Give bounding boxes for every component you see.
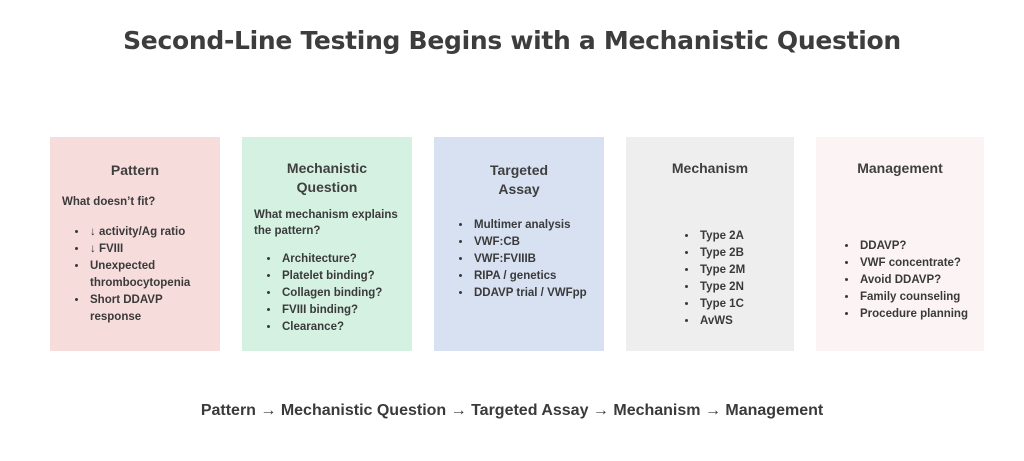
list-item: Multimer analysis [472, 217, 592, 234]
list-item: Clearance? [280, 319, 400, 336]
management-card: Management DDAVP? VWF concentrate? Avoid… [816, 137, 984, 351]
page-title: Second-Line Testing Begins with a Mechan… [123, 26, 901, 55]
list-item: VWF concentrate? [858, 255, 972, 272]
list-item: Type 2A [698, 228, 782, 245]
management-card-heading: Management [828, 137, 972, 178]
pattern-card: Pattern What doesn’t fit? ↓ activity/Ag … [50, 137, 220, 351]
management-heading-line: Management [857, 160, 943, 176]
mechanistic-question-card-question: What mechanism explains the pattern? [254, 209, 398, 237]
list-item: DDAVP trial / VWFpp [472, 285, 592, 302]
mechanism-card-list: Type 2A Type 2B Type 2M Type 2N Type 1C … [638, 228, 782, 330]
list-item: Type 2B [698, 245, 782, 262]
mechanistic-question-heading-line: Mechanistic [286, 160, 368, 176]
list-item: Architecture? [280, 251, 400, 268]
mechanistic-question-heading-line: Question [296, 179, 358, 195]
targeted-assay-card-heading: Targeted Assay [446, 137, 592, 199]
list-item: Family counseling [858, 289, 972, 306]
list-item: VWF:CB [472, 234, 592, 251]
list-item: DDAVP? [858, 238, 972, 255]
list-item: Type 2M [698, 262, 782, 279]
list-item: Platelet binding? [280, 268, 400, 285]
mechanistic-question-card-heading: Mechanistic Question [254, 137, 400, 197]
mechanism-card-heading: Mechanism [638, 137, 782, 178]
pattern-card-list: ↓ activity/Ag ratio ↓ FVIII Unexpected t… [62, 224, 208, 326]
list-item: RIPA / genetics [472, 268, 592, 285]
list-item: Type 1C [698, 296, 782, 313]
mechanistic-question-card-list: Architecture? Platelet binding? Collagen… [254, 251, 400, 336]
targeted-assay-heading-line: Assay [498, 181, 540, 197]
list-item: AvWS [698, 313, 782, 330]
list-item: Collagen binding? [280, 285, 400, 302]
list-item: Short DDAVP response [88, 292, 208, 326]
mechanism-heading-line: Mechanism [671, 160, 749, 176]
management-card-list: DDAVP? VWF concentrate? Avoid DDAVP? Fam… [828, 238, 972, 323]
list-item: VWF:FVIIIB [472, 251, 592, 268]
mechanistic-question-card: Mechanistic Question What mechanism expl… [242, 137, 412, 351]
pattern-heading-line: Pattern [110, 162, 160, 178]
targeted-assay-card: Targeted Assay Multimer analysis VWF:CB … [434, 137, 604, 351]
list-item: FVIII binding? [280, 302, 400, 319]
targeted-assay-card-list: Multimer analysis VWF:CB VWF:FVIIIB RIPA… [446, 217, 592, 302]
pattern-card-question: What doesn’t fit? [62, 196, 156, 208]
list-item: Procedure planning [858, 306, 972, 323]
targeted-assay-heading-line: Targeted [489, 162, 549, 178]
list-item: Unexpected thrombocytopenia [88, 258, 208, 292]
mechanism-card: Mechanism Type 2A Type 2B Type 2M Type 2… [626, 137, 794, 351]
list-item: Avoid DDAVP? [858, 272, 972, 289]
list-item: ↓ activity/Ag ratio [88, 224, 208, 241]
workflow-summary: Pattern → Mechanistic Question → Targete… [200, 402, 824, 419]
list-item: Type 2N [698, 279, 782, 296]
pattern-card-heading: Pattern [62, 137, 208, 180]
list-item: ↓ FVIII [88, 241, 208, 258]
